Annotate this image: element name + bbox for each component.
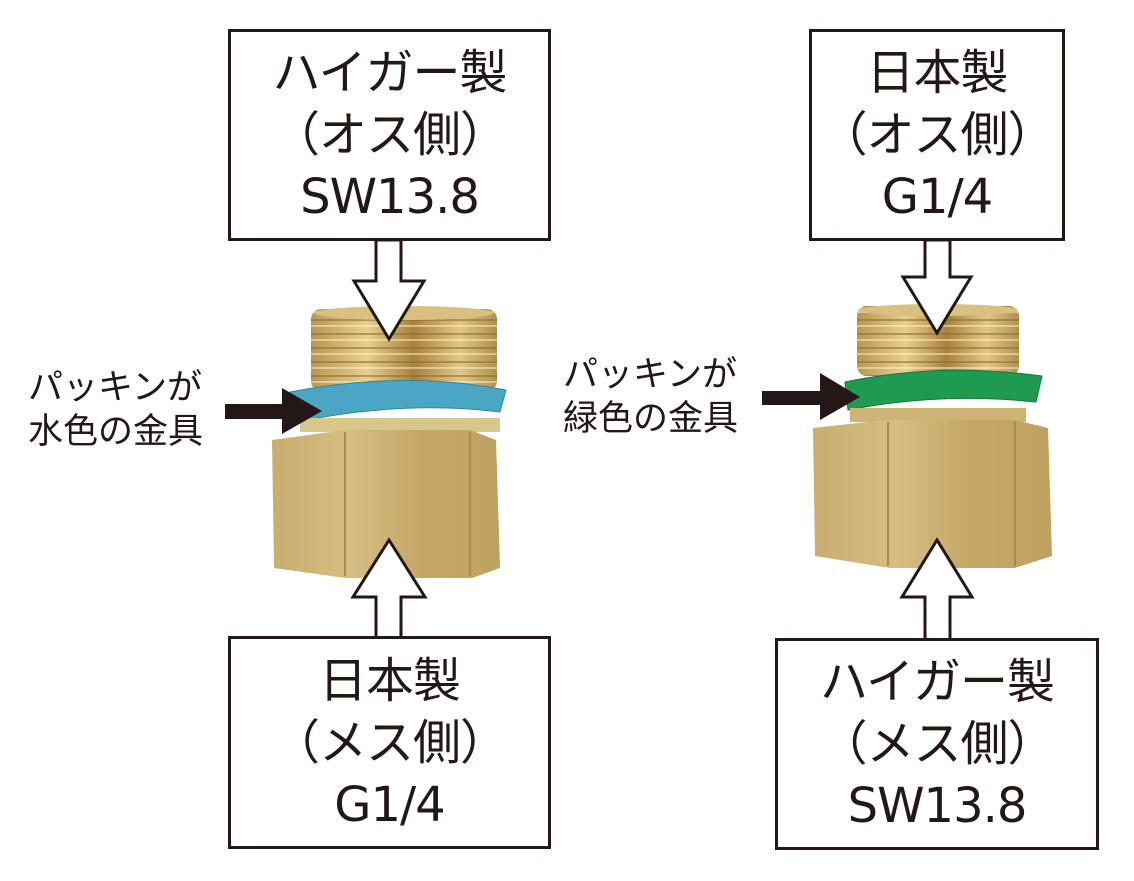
right-top-spec: G1/4 — [881, 169, 993, 225]
left-bottom-arrow-icon — [350, 537, 428, 640]
left-hex-nut — [272, 430, 500, 578]
left-fitting — [272, 306, 507, 578]
right-callout-line2: 緑色の金具 — [563, 399, 739, 439]
left-top-arrow-icon — [351, 238, 427, 342]
right-top-maker: 日本製 — [866, 45, 1008, 101]
left-callout-line2: 水色の金具 — [28, 412, 204, 452]
left-bottom-maker: 日本製 — [318, 652, 461, 709]
right-top-side: （オス側） — [819, 107, 1055, 163]
right-callout-arrow-icon — [762, 373, 860, 420]
left-callout-arrow-icon — [225, 388, 322, 434]
left-top-maker: ハイガー製 — [272, 45, 507, 101]
left-callout-label: パッキンが 水色の金具 — [28, 366, 203, 454]
left-bottom-label-box: 日本製 （メス側） G1/4 — [228, 636, 551, 849]
right-bottom-spec: SW13.8 — [847, 778, 1028, 834]
left-top-label-box: ハイガー製 （オス側） SW13.8 — [228, 29, 551, 241]
right-bottom-side: （メス側） — [819, 716, 1055, 772]
right-fitting — [813, 304, 1052, 568]
right-gasket — [844, 369, 1043, 411]
right-bottom-maker: ハイガー製 — [819, 654, 1055, 710]
left-top-side: （オス側） — [271, 107, 508, 163]
left-top-spec: SW13.8 — [300, 169, 480, 225]
right-callout-line1: パッキンが — [563, 355, 737, 395]
right-top-label-box: 日本製 （オス側） G1/4 — [809, 29, 1065, 241]
left-callout-line1: パッキンが — [28, 368, 202, 408]
right-hex-nut — [813, 420, 1052, 568]
right-top-arrow-icon — [900, 238, 974, 336]
left-bottom-side: （メス側） — [271, 714, 508, 771]
right-callout-label: パッキンが 緑色の金具 — [563, 353, 738, 441]
left-bottom-spec: G1/4 — [334, 776, 445, 833]
left-gasket — [289, 379, 507, 423]
right-bottom-label-box: ハイガー製 （メス側） SW13.8 — [775, 638, 1099, 850]
right-bottom-arrow-icon — [899, 537, 975, 642]
